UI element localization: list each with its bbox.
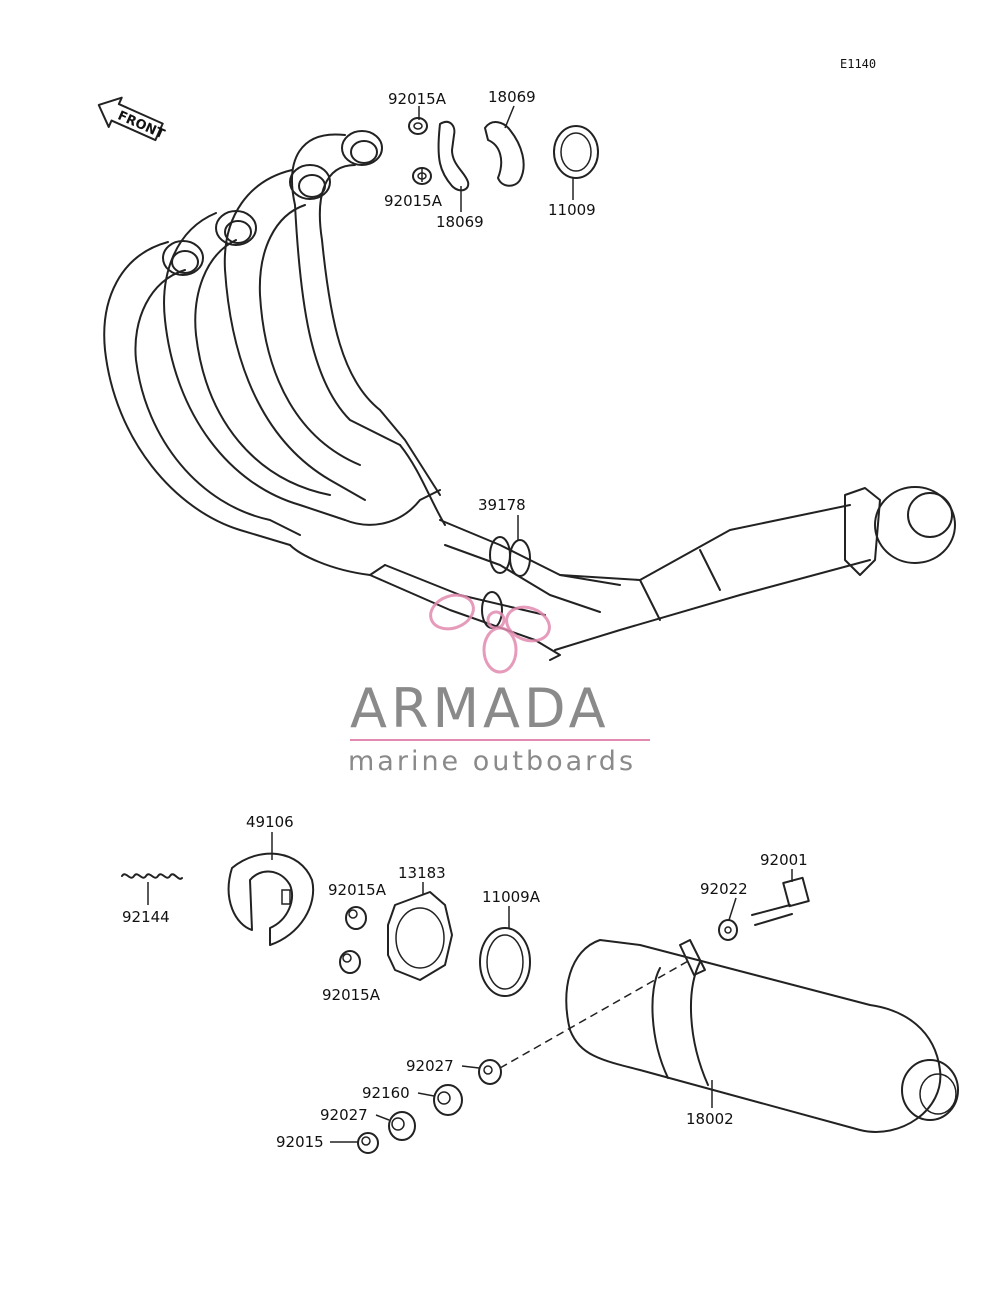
label-collar: 92160 bbox=[362, 1084, 410, 1102]
front-arrow-icon: FRONT bbox=[97, 96, 167, 142]
label-clip-nut-top-2: 92015A bbox=[384, 192, 443, 210]
label-spring: 92144 bbox=[122, 908, 170, 926]
collar bbox=[433, 1084, 463, 1116]
watermark: ARMADA marine outboards bbox=[348, 593, 650, 777]
label-washer: 92022 bbox=[700, 880, 748, 898]
muffler bbox=[565, 939, 959, 1133]
watermark-title: ARMADA bbox=[350, 677, 610, 740]
washer bbox=[718, 919, 738, 941]
damper-1 bbox=[345, 906, 367, 930]
spring bbox=[121, 873, 183, 880]
label-plate: 13183 bbox=[398, 864, 446, 882]
exhaust-header-pipes bbox=[103, 130, 956, 661]
label-damper-1: 92015A bbox=[328, 881, 387, 899]
gasket-ring-top bbox=[553, 125, 599, 179]
leader-lines bbox=[147, 105, 793, 1143]
clip-nut-top-1 bbox=[408, 117, 428, 135]
plate-gasket bbox=[387, 891, 453, 981]
label-gasket-top: 11009 bbox=[548, 201, 596, 219]
label-pipe-joint: 39178 bbox=[478, 496, 526, 514]
bolt bbox=[751, 876, 810, 926]
label-muffler: 18002 bbox=[686, 1110, 734, 1128]
holder-bracket-right bbox=[484, 121, 525, 187]
label-guard: 49106 bbox=[246, 813, 294, 831]
nut bbox=[357, 1132, 379, 1154]
label-damper-2: 92015A bbox=[322, 986, 381, 1004]
mounting-axis-line bbox=[499, 959, 691, 1069]
label-rubber-mount-1: 92027 bbox=[406, 1057, 454, 1075]
damper-2 bbox=[339, 950, 361, 974]
label-holder-top-2: 18069 bbox=[436, 213, 484, 231]
gasket-ring-lower bbox=[479, 927, 531, 997]
label-gasket-lower: 11009A bbox=[482, 888, 541, 906]
guard-cover bbox=[227, 852, 315, 946]
label-clip-nut-top-1: 92015A bbox=[388, 90, 447, 108]
watermark-subtitle: marine outboards bbox=[348, 746, 636, 777]
rubber-mount-2 bbox=[388, 1111, 416, 1141]
rubber-mount-1 bbox=[478, 1059, 502, 1085]
label-holder-top-1: 18069 bbox=[488, 88, 536, 106]
diagram-code: E1140 bbox=[840, 57, 876, 71]
propeller-logo-icon bbox=[429, 593, 551, 674]
label-nut: 92015 bbox=[276, 1133, 324, 1151]
label-rubber-mount-2: 92027 bbox=[320, 1106, 368, 1124]
label-bolt: 92001 bbox=[760, 851, 808, 869]
holder-bracket-left bbox=[437, 120, 470, 192]
